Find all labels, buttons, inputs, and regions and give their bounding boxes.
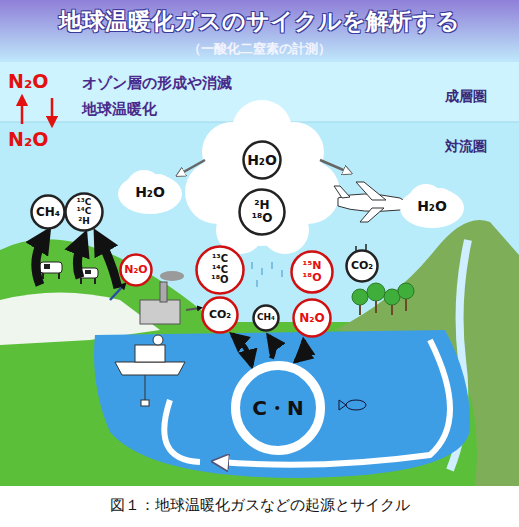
fish bbox=[339, 400, 366, 410]
cows bbox=[40, 262, 98, 284]
water-circle: H₂O bbox=[242, 140, 282, 180]
node-text: ¹³C bbox=[212, 254, 228, 265]
down-arrow bbox=[51, 98, 54, 122]
node-text: CH₄ bbox=[36, 206, 60, 219]
node-content: ¹³C¹⁴C²H bbox=[64, 192, 104, 232]
title-band bbox=[0, 0, 519, 62]
node-content: ¹⁵N¹⁸O bbox=[290, 250, 334, 294]
node-content: ¹³C¹⁴C¹⁸O bbox=[195, 245, 245, 295]
big-cloud bbox=[185, 100, 340, 254]
up-arrow bbox=[21, 100, 24, 124]
isotope-circle: ¹⁵N¹⁸O bbox=[290, 250, 334, 294]
n2o-arrow bbox=[110, 285, 124, 300]
node-text: ¹⁴C bbox=[212, 265, 228, 276]
troposphere-sky bbox=[0, 0, 519, 486]
node-text: CH₄ bbox=[257, 313, 275, 322]
carbon-dioxide-circle: CO₂ bbox=[345, 249, 379, 283]
layer-name: 成層圏 bbox=[445, 88, 487, 106]
isotope-circle: ¹³C¹⁴C²H bbox=[64, 192, 104, 232]
effect-note: オゾン層の形成や消滅 bbox=[82, 74, 232, 93]
methane-circle: CH₄ bbox=[30, 194, 66, 230]
node-content: N₂O bbox=[119, 253, 153, 287]
isotope-circle: ²H¹⁸O bbox=[238, 188, 286, 236]
effect-note: 地球温暖化 bbox=[82, 100, 157, 119]
gas-formula: N₂O bbox=[8, 128, 48, 150]
node-text: CO₂ bbox=[351, 260, 373, 272]
node-text: ¹⁸O bbox=[303, 272, 322, 284]
node-content: N₂O bbox=[292, 298, 332, 338]
rain bbox=[252, 262, 282, 287]
node-content: H₂O bbox=[126, 168, 174, 216]
gas-formula: N₂O bbox=[8, 70, 48, 92]
node-content: CH₄ bbox=[252, 304, 280, 332]
methane-circle: CH₄ bbox=[252, 304, 280, 332]
emission-arrows bbox=[36, 238, 118, 288]
flow-arrow bbox=[232, 335, 251, 366]
carbon-dioxide-circle: CO₂ bbox=[201, 296, 239, 334]
nitrous-oxide-circle: N₂O bbox=[119, 253, 153, 287]
node-text: H₂O bbox=[135, 185, 165, 200]
node-content: ²H¹⁸O bbox=[238, 188, 286, 236]
lake bbox=[94, 330, 470, 478]
water-circulation bbox=[164, 340, 450, 465]
caption-ground bbox=[0, 486, 519, 527]
node-text: ²H bbox=[254, 199, 269, 212]
layer-name: 対流圏 bbox=[445, 138, 487, 156]
node-text: ²H bbox=[78, 217, 89, 226]
subtitle: （一酸化二窒素の計測） bbox=[188, 40, 331, 58]
node-content: CH₄ bbox=[30, 194, 66, 230]
ship bbox=[115, 335, 185, 406]
node-text: N₂O bbox=[299, 312, 325, 325]
cycle-ring: C・N bbox=[234, 364, 322, 452]
node-text: ¹³C bbox=[77, 198, 92, 207]
trees bbox=[352, 283, 414, 315]
node-content: C・N bbox=[234, 364, 322, 452]
node-text: ¹⁵N bbox=[303, 260, 322, 272]
isotope-circle: ¹³C¹⁴C¹⁸O bbox=[195, 245, 245, 295]
node-text: C・N bbox=[252, 398, 303, 419]
node-text: CO₂ bbox=[209, 309, 231, 321]
caption: 図１：地球温暖化ガスなどの起源とサイクル bbox=[0, 496, 519, 515]
node-text: ¹⁴C bbox=[77, 207, 92, 216]
node-content: H₂O bbox=[242, 140, 282, 180]
node-text: H₂O bbox=[417, 199, 447, 214]
node-text: ¹⁸O bbox=[211, 275, 228, 286]
node-text: H₂O bbox=[247, 153, 277, 168]
node-content: H₂O bbox=[408, 182, 456, 230]
water-cloud: H₂O bbox=[126, 168, 174, 216]
water-cloud: H₂O bbox=[408, 182, 456, 230]
title: 地球温暖化ガスのサイクルを解析する bbox=[0, 6, 519, 37]
nitrous-oxide-circle: N₂O bbox=[292, 298, 332, 338]
flow-arrow bbox=[268, 336, 274, 359]
node-text: N₂O bbox=[124, 264, 147, 276]
flow-arrow bbox=[296, 340, 304, 361]
node-content: CO₂ bbox=[345, 249, 379, 283]
node-text: ¹⁸O bbox=[252, 212, 273, 225]
node-content: CO₂ bbox=[201, 296, 239, 334]
airplane bbox=[334, 182, 406, 222]
